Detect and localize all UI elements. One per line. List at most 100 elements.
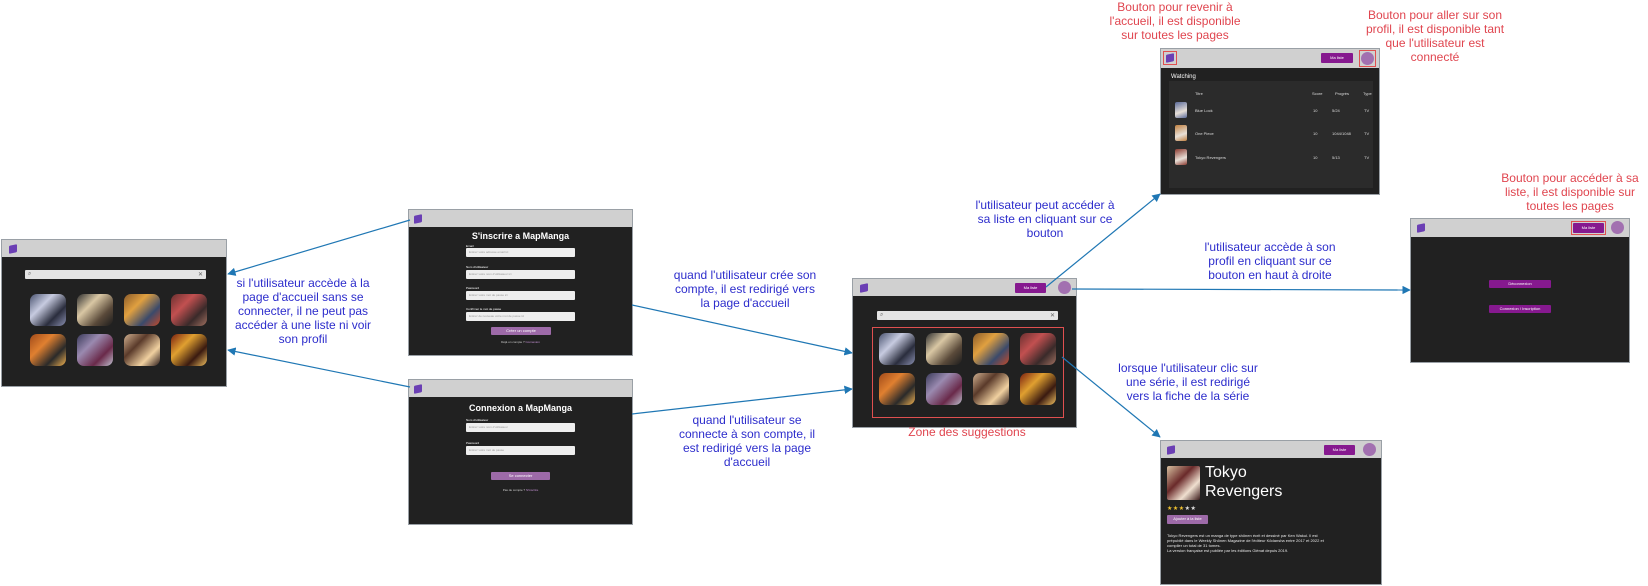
top-bar: Ma liste — [853, 279, 1076, 296]
home-button-note: Bouton pour revenir à l'accueil, il est … — [1109, 0, 1241, 42]
list-cell-score: 10 — [1313, 108, 1318, 113]
password-field[interactable]: Entrez votre mot de passe ici — [466, 291, 575, 300]
username-label: Nom d'utilisateur — [466, 418, 489, 422]
series-click-note: lorsque l'utilisateur clic sur une série… — [1118, 361, 1258, 403]
close-icon[interactable]: ✕ — [197, 272, 203, 278]
series-tile[interactable] — [879, 333, 915, 365]
login-button[interactable]: Se connecter — [491, 472, 550, 480]
series-tile[interactable] — [77, 294, 113, 326]
login-signup-button[interactable]: Connexion / Inscription — [1489, 305, 1551, 313]
username-field[interactable]: Entrez votre nom d'utilisateur — [466, 423, 575, 432]
series-tile[interactable] — [1020, 373, 1056, 405]
profile-avatar-button[interactable] — [1611, 221, 1624, 234]
series-thumbnail[interactable] — [1175, 125, 1187, 141]
profile-avatar-button[interactable] — [1363, 443, 1376, 456]
profile-avatar-button[interactable] — [1361, 52, 1374, 65]
list-button-note: Bouton pour accéder à sa liste, il est d… — [1501, 171, 1639, 213]
password-field[interactable]: Entrez votre mot de passe — [466, 446, 575, 455]
logout-button[interactable]: Déconnexion — [1489, 280, 1551, 288]
list-cell-score: 10 — [1313, 131, 1318, 136]
close-icon[interactable]: ✕ — [1049, 313, 1055, 319]
series-thumbnail[interactable] — [1175, 149, 1187, 165]
profile-screen: Ma liste Déconnexion Connexion / Inscrip… — [1410, 218, 1630, 363]
series-tile[interactable] — [973, 373, 1009, 405]
signup-link[interactable]: S'inscrire — [526, 488, 539, 492]
home-logo-button[interactable] — [414, 384, 422, 394]
list-cell-progress: 5/24 — [1332, 108, 1340, 113]
list-title: Watching — [1171, 74, 1196, 80]
login-footer: Pas de compte ? S'inscrire — [409, 488, 632, 492]
list-cell-title[interactable]: Blue Lock — [1195, 108, 1213, 113]
home-logo-button[interactable] — [1166, 53, 1174, 63]
home-guest-note: si l'utilisateur accède à la page d'accu… — [234, 276, 372, 346]
top-bar — [2, 240, 226, 257]
home-logo-button[interactable] — [414, 214, 422, 224]
list-cell-progress: 1044/1048 — [1332, 131, 1351, 136]
series-tile[interactable] — [171, 334, 207, 366]
list-cell-title[interactable]: One Piece — [1195, 131, 1214, 136]
search-input[interactable]: ⌕ ✕ — [877, 311, 1058, 320]
profile-avatar-button[interactable] — [1058, 281, 1071, 294]
series-rating: ★★★★★ — [1167, 505, 1196, 512]
list-cell-type: TV — [1364, 155, 1370, 160]
series-tile[interactable] — [77, 334, 113, 366]
avatar-button-note: Bouton pour aller sur son profil, il est… — [1365, 8, 1505, 64]
login-link[interactable]: Connexion — [525, 340, 540, 344]
email-label: Email — [466, 244, 474, 248]
login-redirect-note: quand l'utilisateur se connecte à son co… — [678, 413, 816, 469]
password-label: Password — [466, 441, 480, 445]
column-header-score: Score — [1312, 91, 1323, 96]
list-cell-type: TV — [1364, 131, 1370, 136]
add-to-list-button[interactable]: Ajouter à la liste — [1167, 515, 1208, 524]
top-bar — [409, 210, 632, 227]
star-empty-icon: ★★ — [1184, 506, 1197, 512]
list-button-highlight — [1571, 221, 1606, 235]
arrow-signup-to-home — [227, 219, 411, 276]
series-tile[interactable] — [124, 334, 160, 366]
series-tile[interactable] — [124, 294, 160, 326]
search-icon: ⌕ — [880, 312, 884, 318]
suggestion-grid — [879, 333, 1056, 405]
series-tile[interactable] — [171, 294, 207, 326]
column-header-progress: Progrès — [1335, 91, 1350, 96]
series-tile[interactable] — [30, 294, 66, 326]
login-footer-text: Pas de compte ? — [502, 488, 526, 492]
series-thumbnail[interactable] — [1175, 102, 1187, 118]
create-account-button[interactable]: Créer un compte — [491, 327, 551, 335]
search-icon: ⌕ — [28, 271, 32, 277]
column-header-title: Titre — [1195, 91, 1203, 96]
home-logo-button[interactable] — [9, 244, 17, 254]
my-list-button[interactable]: Ma liste — [1015, 283, 1046, 293]
list-access-note: l'utilisateur peut accéder à sa liste en… — [975, 198, 1115, 240]
suggestion-grid — [30, 294, 207, 366]
search-input[interactable]: ⌕ ✕ — [25, 270, 206, 279]
signup-footer-text: Déjà un compte ? — [501, 340, 525, 344]
suggestions-zone-label: Zone des suggestions — [908, 425, 1026, 439]
list-cell-score: 10 — [1313, 155, 1318, 160]
list-cell-title[interactable]: Tokyo Revengers — [1195, 155, 1226, 160]
email-field[interactable]: Entrez votre adresse email ici — [466, 248, 575, 257]
series-tile[interactable] — [926, 333, 962, 365]
series-tile[interactable] — [1020, 333, 1056, 365]
series-screen: Ma liste Tokyo Revengers ★★★★★ Ajouter à… — [1160, 440, 1382, 585]
series-tile[interactable] — [879, 373, 915, 405]
avatar-highlight — [1359, 50, 1376, 67]
home-logo-button[interactable] — [1417, 223, 1425, 233]
list-screen: Ma liste Watching Titre Score Progrès Ty… — [1160, 48, 1380, 195]
confirm-password-field[interactable]: Entrez de nouveau votre mot de passe ici — [466, 312, 575, 321]
series-tile[interactable] — [973, 333, 1009, 365]
signup-redirect-note: quand l'utilisateur crée son compte, il … — [673, 268, 817, 310]
list-cell-progress: 5/13 — [1332, 155, 1340, 160]
series-description: Tokyo Revengers est un manga de type shō… — [1167, 533, 1324, 553]
my-list-button[interactable]: Ma liste — [1321, 53, 1353, 63]
home-logo-button[interactable] — [860, 283, 868, 293]
series-poster — [1167, 466, 1200, 500]
series-tile[interactable] — [926, 373, 962, 405]
username-field[interactable]: Entrez votre nom d'utilisateur ici — [466, 270, 575, 279]
home-screen-guest: ⌕ ✕ — [1, 239, 227, 387]
username-label: Nom d'utilisateur — [466, 265, 489, 269]
my-list-button[interactable]: Ma liste — [1573, 223, 1604, 233]
home-logo-button[interactable] — [1167, 445, 1175, 455]
my-list-button[interactable]: Ma liste — [1324, 445, 1355, 455]
series-tile[interactable] — [30, 334, 66, 366]
